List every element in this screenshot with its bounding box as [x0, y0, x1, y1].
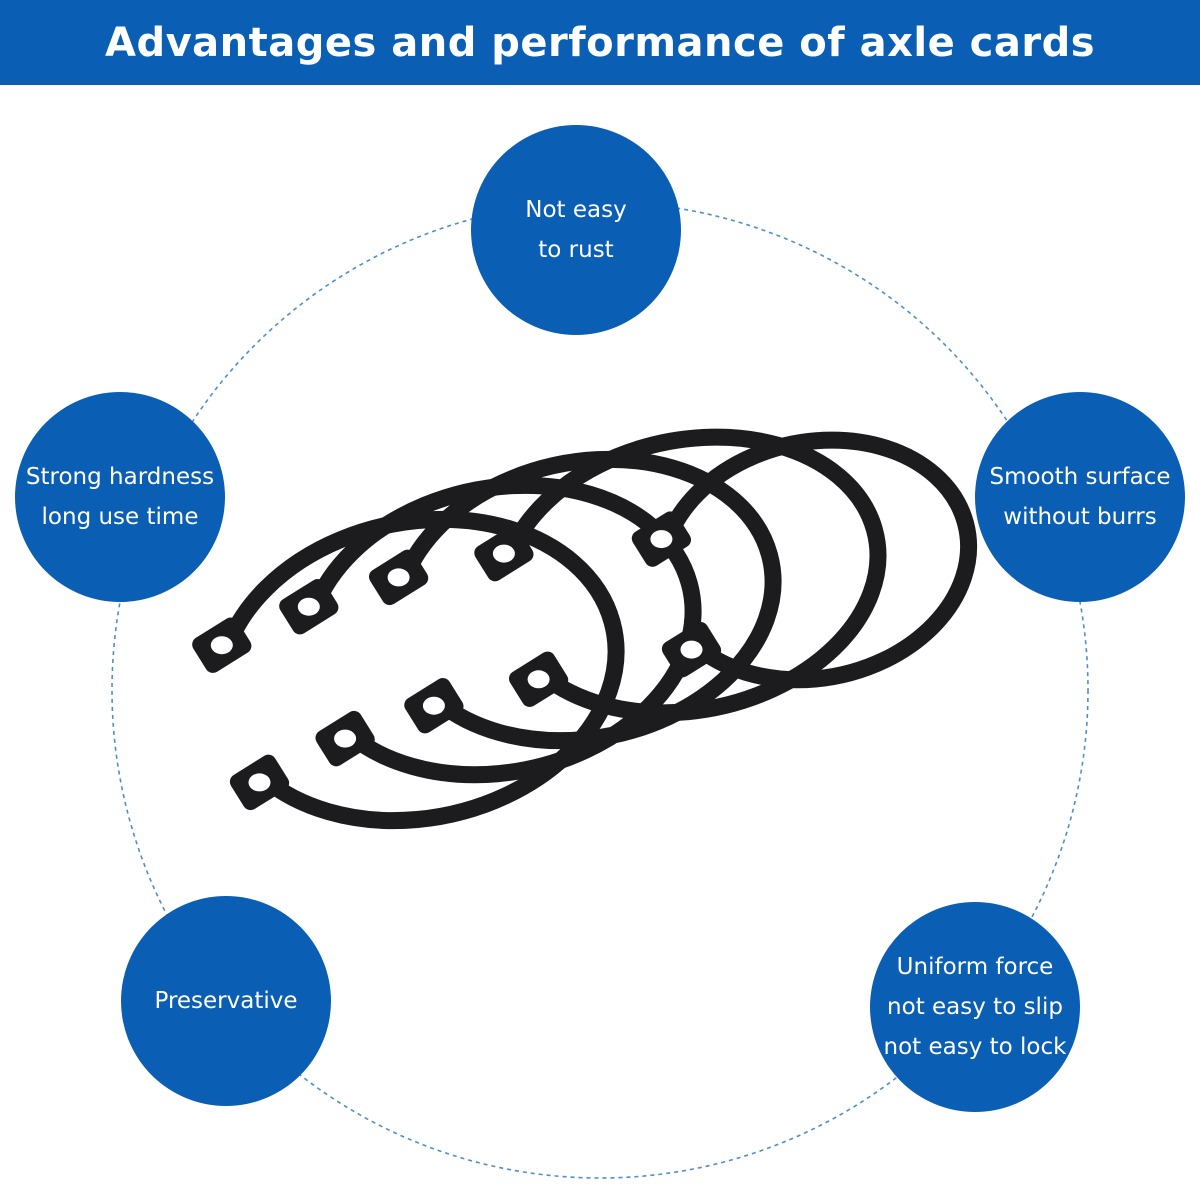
retaining-ring: [279, 476, 702, 784]
retaining-ring: [192, 510, 625, 830]
feature-text: Strong hardness long use time: [25, 464, 215, 530]
title-banner: Advantages and performance of axle cards: [0, 0, 1200, 85]
feature-circle-uniform-force: Uniform force not easy to slip not easy …: [870, 902, 1080, 1112]
ring-lug-hole: [210, 636, 233, 655]
feature-text: Uniform force not easy to slip not easy …: [883, 954, 1067, 1060]
ring-lug-hole: [422, 696, 445, 715]
ring-lug-hole: [334, 729, 357, 748]
retaining-ring: [631, 431, 978, 689]
ring-band: [501, 428, 887, 722]
feature-circle-hardness: Strong hardness long use time: [15, 392, 225, 602]
feature-text: Preservative: [154, 988, 298, 1014]
ring-lug-hole: [650, 530, 673, 549]
ring-band: [395, 450, 782, 750]
ring-band: [219, 510, 625, 830]
retaining-rings-group: [192, 428, 978, 830]
ring-band: [306, 476, 702, 784]
feature-circle-preservative: Preservative: [121, 896, 331, 1106]
ring-lug-hole: [492, 544, 515, 563]
ring-lug-hole: [248, 773, 271, 792]
ring-lug-hole: [680, 640, 703, 659]
feature-text: Not easy to rust: [525, 197, 627, 263]
retaining-ring: [474, 428, 887, 722]
feature-circle-surface: Smooth surface without burrs: [975, 392, 1185, 602]
feature-circle-rust: Not easy to rust: [471, 125, 681, 335]
page-title: Advantages and performance of axle cards: [104, 19, 1096, 66]
ring-lug-hole: [297, 597, 320, 616]
ring-lug-hole: [387, 568, 410, 587]
ring-lug-hole: [527, 670, 550, 689]
feature-text: Smooth surface without burrs: [989, 464, 1171, 530]
retaining-ring: [368, 450, 782, 750]
ring-band: [658, 431, 978, 689]
